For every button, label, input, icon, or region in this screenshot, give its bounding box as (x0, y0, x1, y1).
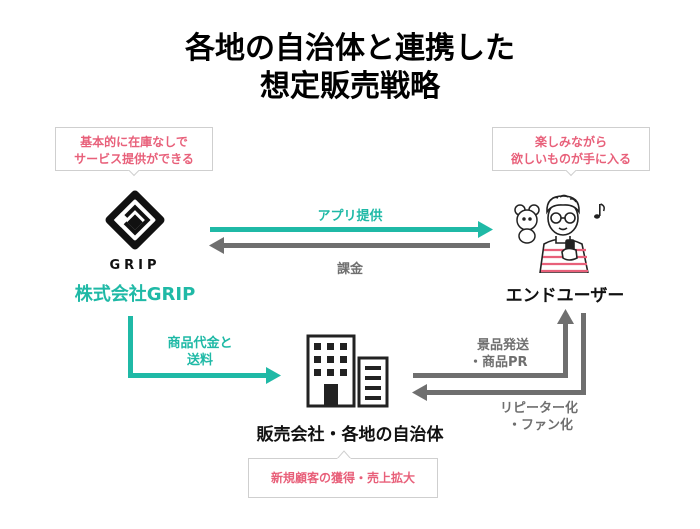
grip-callout-line-1: 基本的に在庫なしで (80, 135, 188, 149)
payment-arrow (128, 316, 281, 384)
seller-label: 販売会社・各地の自治体 (256, 425, 444, 445)
payment-label-line-1: 商品代金と (167, 336, 233, 351)
repeat-arrow (412, 313, 586, 401)
title-line-2: 想定販売戦略 (260, 69, 440, 104)
grip-callout: 基本的に在庫なしで サービス提供ができる (55, 127, 213, 171)
gift-label: 景品発送 ・商品PR (455, 337, 565, 371)
grip-callout-line-2: サービス提供ができる (74, 152, 194, 166)
callout-pointer (337, 450, 351, 459)
repeat-label-line-1: リピーター化 (500, 401, 579, 416)
user-callout-line-2: 欲しいものが手に入る (510, 152, 631, 166)
title-line-1: 各地の自治体と連携した (185, 31, 515, 66)
end-user-label: エンドユーザー (505, 286, 625, 306)
billing-label: 課金 (336, 262, 363, 277)
billing-arrow (209, 237, 490, 254)
seller-callout: 新規顧客の獲得・売上拡大 (248, 450, 438, 498)
teddy-bear-icon (514, 204, 540, 244)
payment-label-line-2: 送料 (186, 353, 213, 368)
grip-company-name: 株式会社GRIP (74, 284, 196, 305)
user-callout: 楽しみながら 欲しいものが手に入る (492, 127, 650, 171)
user-callout-line-1: 楽しみながら (534, 135, 607, 149)
gift-label-line-2: ・商品PR (469, 355, 528, 370)
person-icon (539, 194, 589, 273)
app-provide-arrow (210, 221, 493, 238)
grip-logo-text: GRIP (109, 258, 161, 273)
music-note-icon (594, 203, 605, 219)
payment-label: 商品代金と 送料 (150, 335, 250, 369)
repeat-label-line-2: ・ファン化 (508, 418, 574, 433)
app-provide-label: アプリ提供 (317, 209, 383, 224)
gift-arrow (413, 309, 574, 378)
grip-logo-icon (105, 190, 165, 250)
repeat-label: リピーター化 ・ファン化 (500, 400, 610, 434)
building-icon (306, 334, 389, 408)
end-user-icon (514, 194, 605, 273)
gift-label-line-1: 景品発送 (477, 338, 530, 353)
seller-callout-text: 新規顧客の獲得・売上拡大 (270, 471, 415, 485)
